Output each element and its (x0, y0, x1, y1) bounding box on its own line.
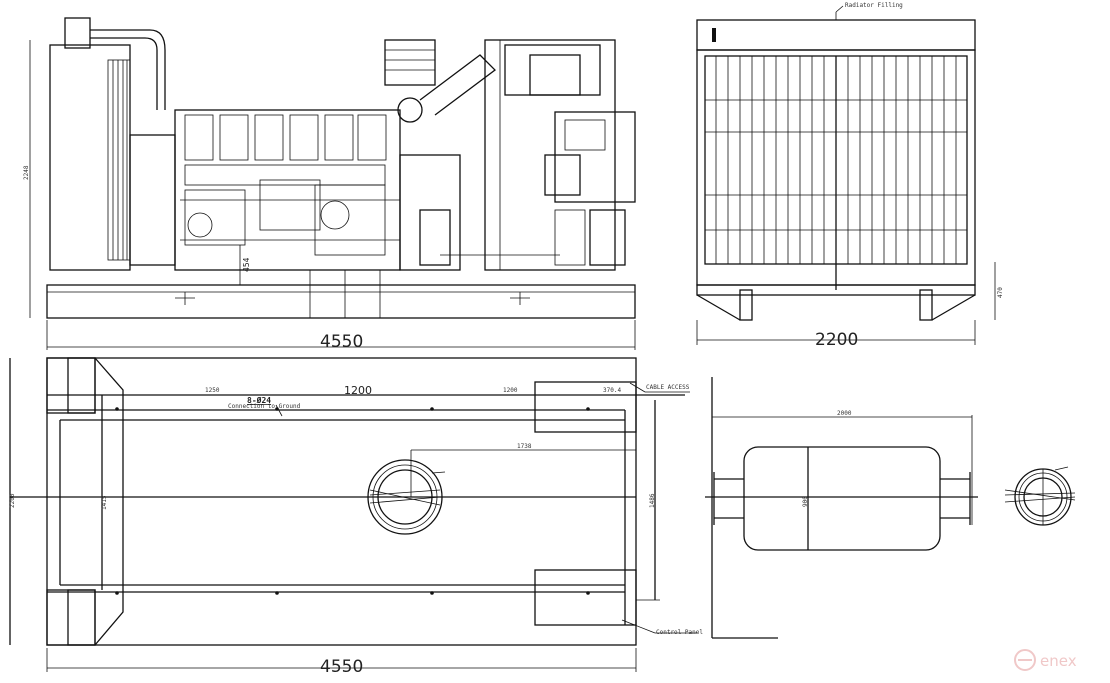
inner-width-dim: 1415 (101, 495, 108, 510)
cable-access-label: CABLE ACCESS (646, 384, 690, 391)
watermark-text: enex (1040, 652, 1077, 670)
engine-block (174, 109, 401, 271)
muffler-length-dim: 2000 (837, 410, 852, 417)
radiator-filling-label: Radiator Filling (845, 2, 903, 9)
overall-width-dim: 2200 (9, 493, 16, 508)
front-width-dim: 2200 (815, 330, 858, 350)
radiator-grille (704, 55, 968, 290)
right-dim: 1486 (649, 493, 656, 508)
lift-dim: 454 (242, 257, 251, 272)
side-view: 2248 454 4550 (23, 17, 636, 352)
ground-label: Connection to Ground (228, 403, 301, 410)
plan-view: 1250 1200 1200 370.4 8-Ø24 Connection to… (9, 357, 703, 677)
dim-1200-a: 1200 (344, 384, 372, 397)
base-dim: 470 (997, 287, 1004, 298)
side-length-dim: 4550 (320, 332, 363, 352)
muffler-flange (1004, 466, 1076, 526)
bolt-label: 8-Ø24 (247, 395, 271, 405)
muffler-diameter-dim: 900 (802, 496, 809, 507)
dim-1200-b: 1200 (503, 387, 518, 394)
height-dim: 2248 (23, 165, 30, 180)
dim-370: 370.4 (603, 387, 621, 394)
enex-logo: enex (1014, 649, 1077, 671)
front-view: Radiator Filling 2200 470 (696, 2, 1004, 350)
dim-1250: 1250 (205, 387, 220, 394)
muffler-view: 2000 900 (705, 377, 1076, 639)
radiator-core (107, 59, 131, 261)
control-panel-label: Control Panel (656, 629, 703, 636)
exhaust-flange (367, 459, 446, 535)
exhaust-dim: 1738 (517, 443, 532, 450)
plan-length-dim: 4550 (320, 657, 363, 677)
